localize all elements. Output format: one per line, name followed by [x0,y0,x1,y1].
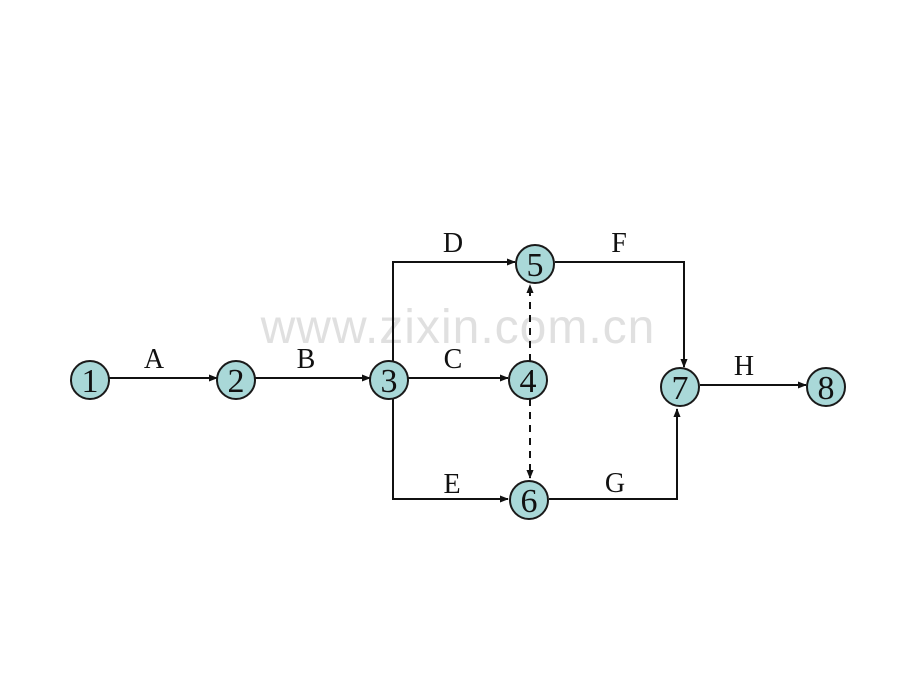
node-label-4: 4 [520,363,537,400]
edge-label-g: G [605,468,625,499]
watermark: www.zixin.com.cn [260,301,656,354]
node-label-2: 2 [228,363,245,400]
edge-label-d: D [443,228,463,259]
node-label-3: 3 [381,363,398,400]
node-2: 2 [216,360,256,400]
node-6: 6 [509,480,549,520]
edge-g [549,408,681,500]
edge-label-f: F [611,228,627,259]
edge-label-b: B [297,344,316,375]
nodes: 1 2 3 4 5 6 7 8 [70,244,846,520]
node-label-8: 8 [818,370,835,407]
edge-f [555,261,688,368]
edge-labels: A B C D E F G H [144,228,754,500]
edges [109,258,807,503]
node-label-7: 7 [672,370,689,407]
edge-d [392,258,516,362]
edge-label-a: A [144,344,165,375]
edge-label-c: C [444,344,463,375]
node-label-6: 6 [521,483,538,520]
node-1: 1 [70,360,110,400]
edge-e [392,395,509,503]
node-5: 5 [515,244,555,284]
node-3: 3 [369,360,409,400]
node-8: 8 [806,367,846,407]
node-label-1: 1 [82,363,99,400]
edge-label-e: E [443,469,460,500]
node-label-5: 5 [527,247,544,284]
edge-label-h: H [734,351,754,382]
node-4: 4 [508,360,548,400]
node-7: 7 [660,367,700,407]
